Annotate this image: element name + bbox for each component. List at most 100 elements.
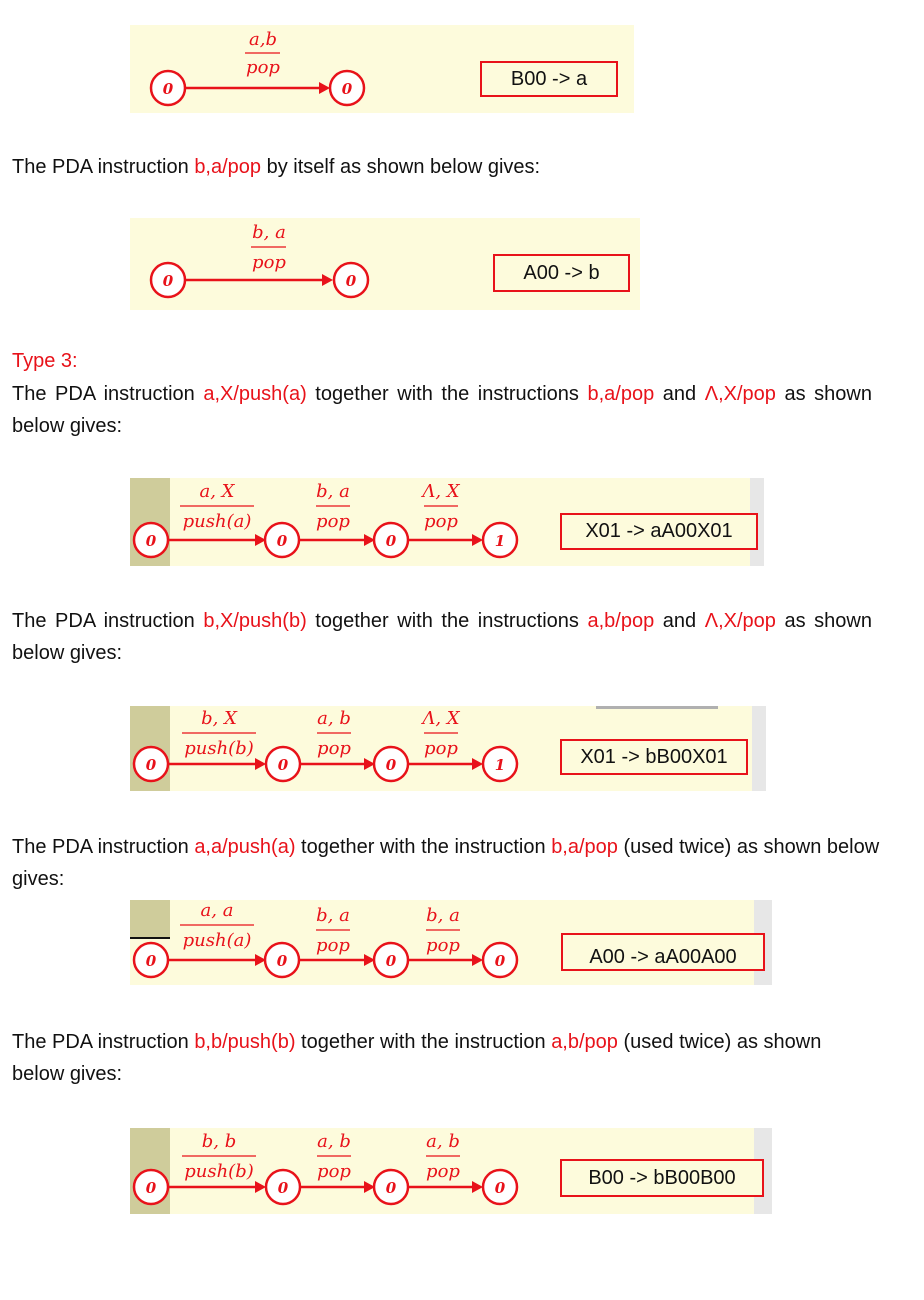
state-label: 1 — [495, 532, 505, 550]
instruction-highlight: b,a/pop — [587, 383, 655, 405]
instruction-highlight: Λ,X/pop — [704, 610, 776, 632]
state-circle — [149, 69, 187, 107]
state-label: 0 — [277, 952, 288, 970]
state-label: 0 — [146, 1179, 157, 1197]
transition-group: a, X push(a) — [168, 481, 266, 546]
state-circle — [481, 745, 519, 783]
state-circle — [132, 941, 170, 979]
state-circle — [264, 1168, 302, 1206]
transition-group: b, a pop — [408, 905, 483, 966]
state-circle — [481, 941, 519, 979]
transition-group: b, X push(b) — [168, 708, 266, 770]
arrow-head — [319, 82, 330, 94]
transition-group: a, b pop — [408, 1131, 483, 1193]
diagram-svg: b, X push(b) a, b pop Λ, X pop 0 0 0 1 — [132, 708, 519, 783]
state-label: 0 — [163, 272, 174, 290]
text-segment: The PDA instruction — [12, 610, 204, 632]
instruction-highlight: a,b/pop — [551, 1031, 618, 1053]
production-rule-box: B00 -> bB00B00 — [560, 1159, 764, 1197]
arrow-head — [255, 534, 266, 546]
panel-scrollbar — [752, 706, 766, 791]
paragraph-1: The PDA instruction b,a/pop by itself as… — [12, 151, 872, 183]
diagram-svg: a, a push(a) b, a pop b, a pop 0 0 0 0 — [132, 900, 519, 979]
state-circle — [328, 69, 366, 107]
state-circle — [263, 521, 301, 559]
text-segment: and — [654, 610, 705, 632]
state-circle — [481, 521, 519, 559]
text-segment: together with the instructions — [306, 383, 588, 405]
instruction-highlight: b,a/pop — [194, 156, 262, 178]
state-label: 0 — [386, 952, 397, 970]
transition-action-label: pop — [426, 1161, 460, 1182]
arrow-head — [472, 758, 483, 770]
pda-diagram-1: a,b pop 0 0 B00 -> a — [130, 25, 634, 113]
section-label: Type 3: — [12, 350, 78, 372]
transition-group: a, b pop — [299, 708, 375, 770]
state-label: 0 — [146, 532, 157, 550]
state-circle — [332, 261, 370, 299]
transition-input-label: b, a — [316, 905, 350, 926]
arrow-head — [364, 758, 375, 770]
transition-action-label: push(a) — [183, 511, 252, 532]
text-segment: The PDA instruction — [12, 383, 204, 405]
instruction-highlight: a,X/push(a) — [203, 383, 307, 405]
transition-action-label: pop — [317, 738, 351, 759]
state-label: 0 — [386, 1179, 397, 1197]
text-segment: The PDA instruction — [12, 156, 195, 178]
transition-action-label: pop — [424, 738, 458, 759]
arrow-head — [364, 534, 375, 546]
transition-action-label: pop — [316, 511, 350, 532]
arrow-head — [322, 274, 333, 286]
instruction-highlight: b,a/pop — [551, 836, 618, 858]
state-label: 0 — [278, 1179, 289, 1197]
transition-input-label: Λ, X — [420, 481, 460, 502]
diagram-svg: a,b pop 0 0 — [149, 29, 366, 107]
state-circle — [132, 745, 170, 783]
transition-input-label: b, b — [202, 1131, 237, 1152]
divider — [130, 937, 170, 939]
instruction-highlight: b,X/push(b) — [203, 610, 307, 632]
transition-input-label: Λ, X — [420, 708, 460, 729]
state-circle — [372, 941, 410, 979]
transition-input-label: b, a — [316, 481, 350, 502]
text-segment: together with the instruction — [295, 836, 552, 858]
state-label: 1 — [495, 756, 505, 774]
transition-group: Λ, X pop — [408, 708, 483, 770]
pda-diagram-6: b, b push(b) a, b pop a, b pop 0 0 0 0 B… — [130, 1128, 772, 1214]
state-label: 0 — [346, 272, 357, 290]
state-circle — [132, 1168, 170, 1206]
transition-action-label: pop — [246, 57, 280, 78]
instruction-highlight: Λ,X/pop — [704, 383, 776, 405]
pda-diagram-2: b, a pop 0 0 A00 -> b — [130, 218, 640, 310]
panel-stripe — [130, 900, 170, 938]
production-rule-box: X01 -> aA00X01 — [560, 513, 758, 550]
text-segment: (used twice) as shown below gives: — [12, 836, 880, 890]
transition-input-label: a, X — [200, 481, 236, 502]
instruction-highlight: a,b/pop — [587, 610, 655, 632]
state-label: 0 — [386, 756, 397, 774]
transition-action-label: pop — [316, 935, 350, 956]
transition-action-label: pop — [317, 1161, 351, 1182]
transition-input-label: b, a — [252, 222, 286, 243]
state-circle — [132, 521, 170, 559]
production-rule-box: A00 -> aA00A00 — [561, 933, 765, 971]
production-rule-box: A00 -> b — [493, 254, 630, 292]
pda-diagram-5: a, a push(a) b, a pop b, a pop 0 0 0 0 A… — [130, 900, 772, 985]
text-segment: The PDA instruction — [12, 1031, 195, 1053]
diagram-svg: b, a pop 0 0 — [149, 222, 370, 299]
transition-group: a, a push(a) — [168, 900, 266, 966]
transition-input-label: a,b — [249, 29, 277, 50]
state-circle — [264, 745, 302, 783]
transition-input-label: a, a — [201, 900, 234, 921]
pda-diagram-4: b, X push(b) a, b pop Λ, X pop 0 0 0 1 X… — [130, 706, 766, 791]
transition-group: b, b push(b) — [168, 1131, 266, 1193]
diagram-svg: a, X push(a) b, a pop Λ, X pop 0 0 0 1 — [132, 481, 519, 559]
transition-input-label: b, a — [426, 905, 460, 926]
transition-input-label: a, b — [317, 1131, 351, 1152]
arrow-head — [472, 534, 483, 546]
state-label: 0 — [146, 952, 157, 970]
text-segment: and — [654, 383, 705, 405]
transition-input-label: a, b — [426, 1131, 460, 1152]
state-label: 0 — [146, 756, 157, 774]
instruction-highlight: b,b/push(b) — [194, 1031, 296, 1053]
